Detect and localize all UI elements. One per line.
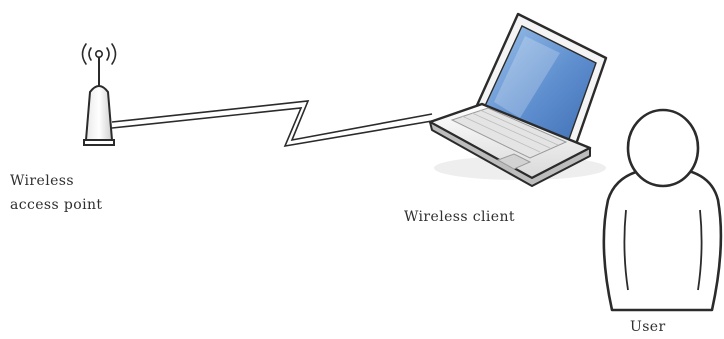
user-icon bbox=[604, 110, 721, 310]
laptop-icon bbox=[430, 14, 606, 186]
user-label: User bbox=[630, 316, 666, 338]
access-point-label-line2: access point bbox=[10, 194, 102, 216]
wireless-access-point-icon bbox=[83, 44, 116, 145]
wireless-link bbox=[112, 101, 432, 146]
access-point-label-line1: Wireless bbox=[10, 170, 74, 192]
wireless-client-label: Wireless client bbox=[404, 206, 515, 228]
